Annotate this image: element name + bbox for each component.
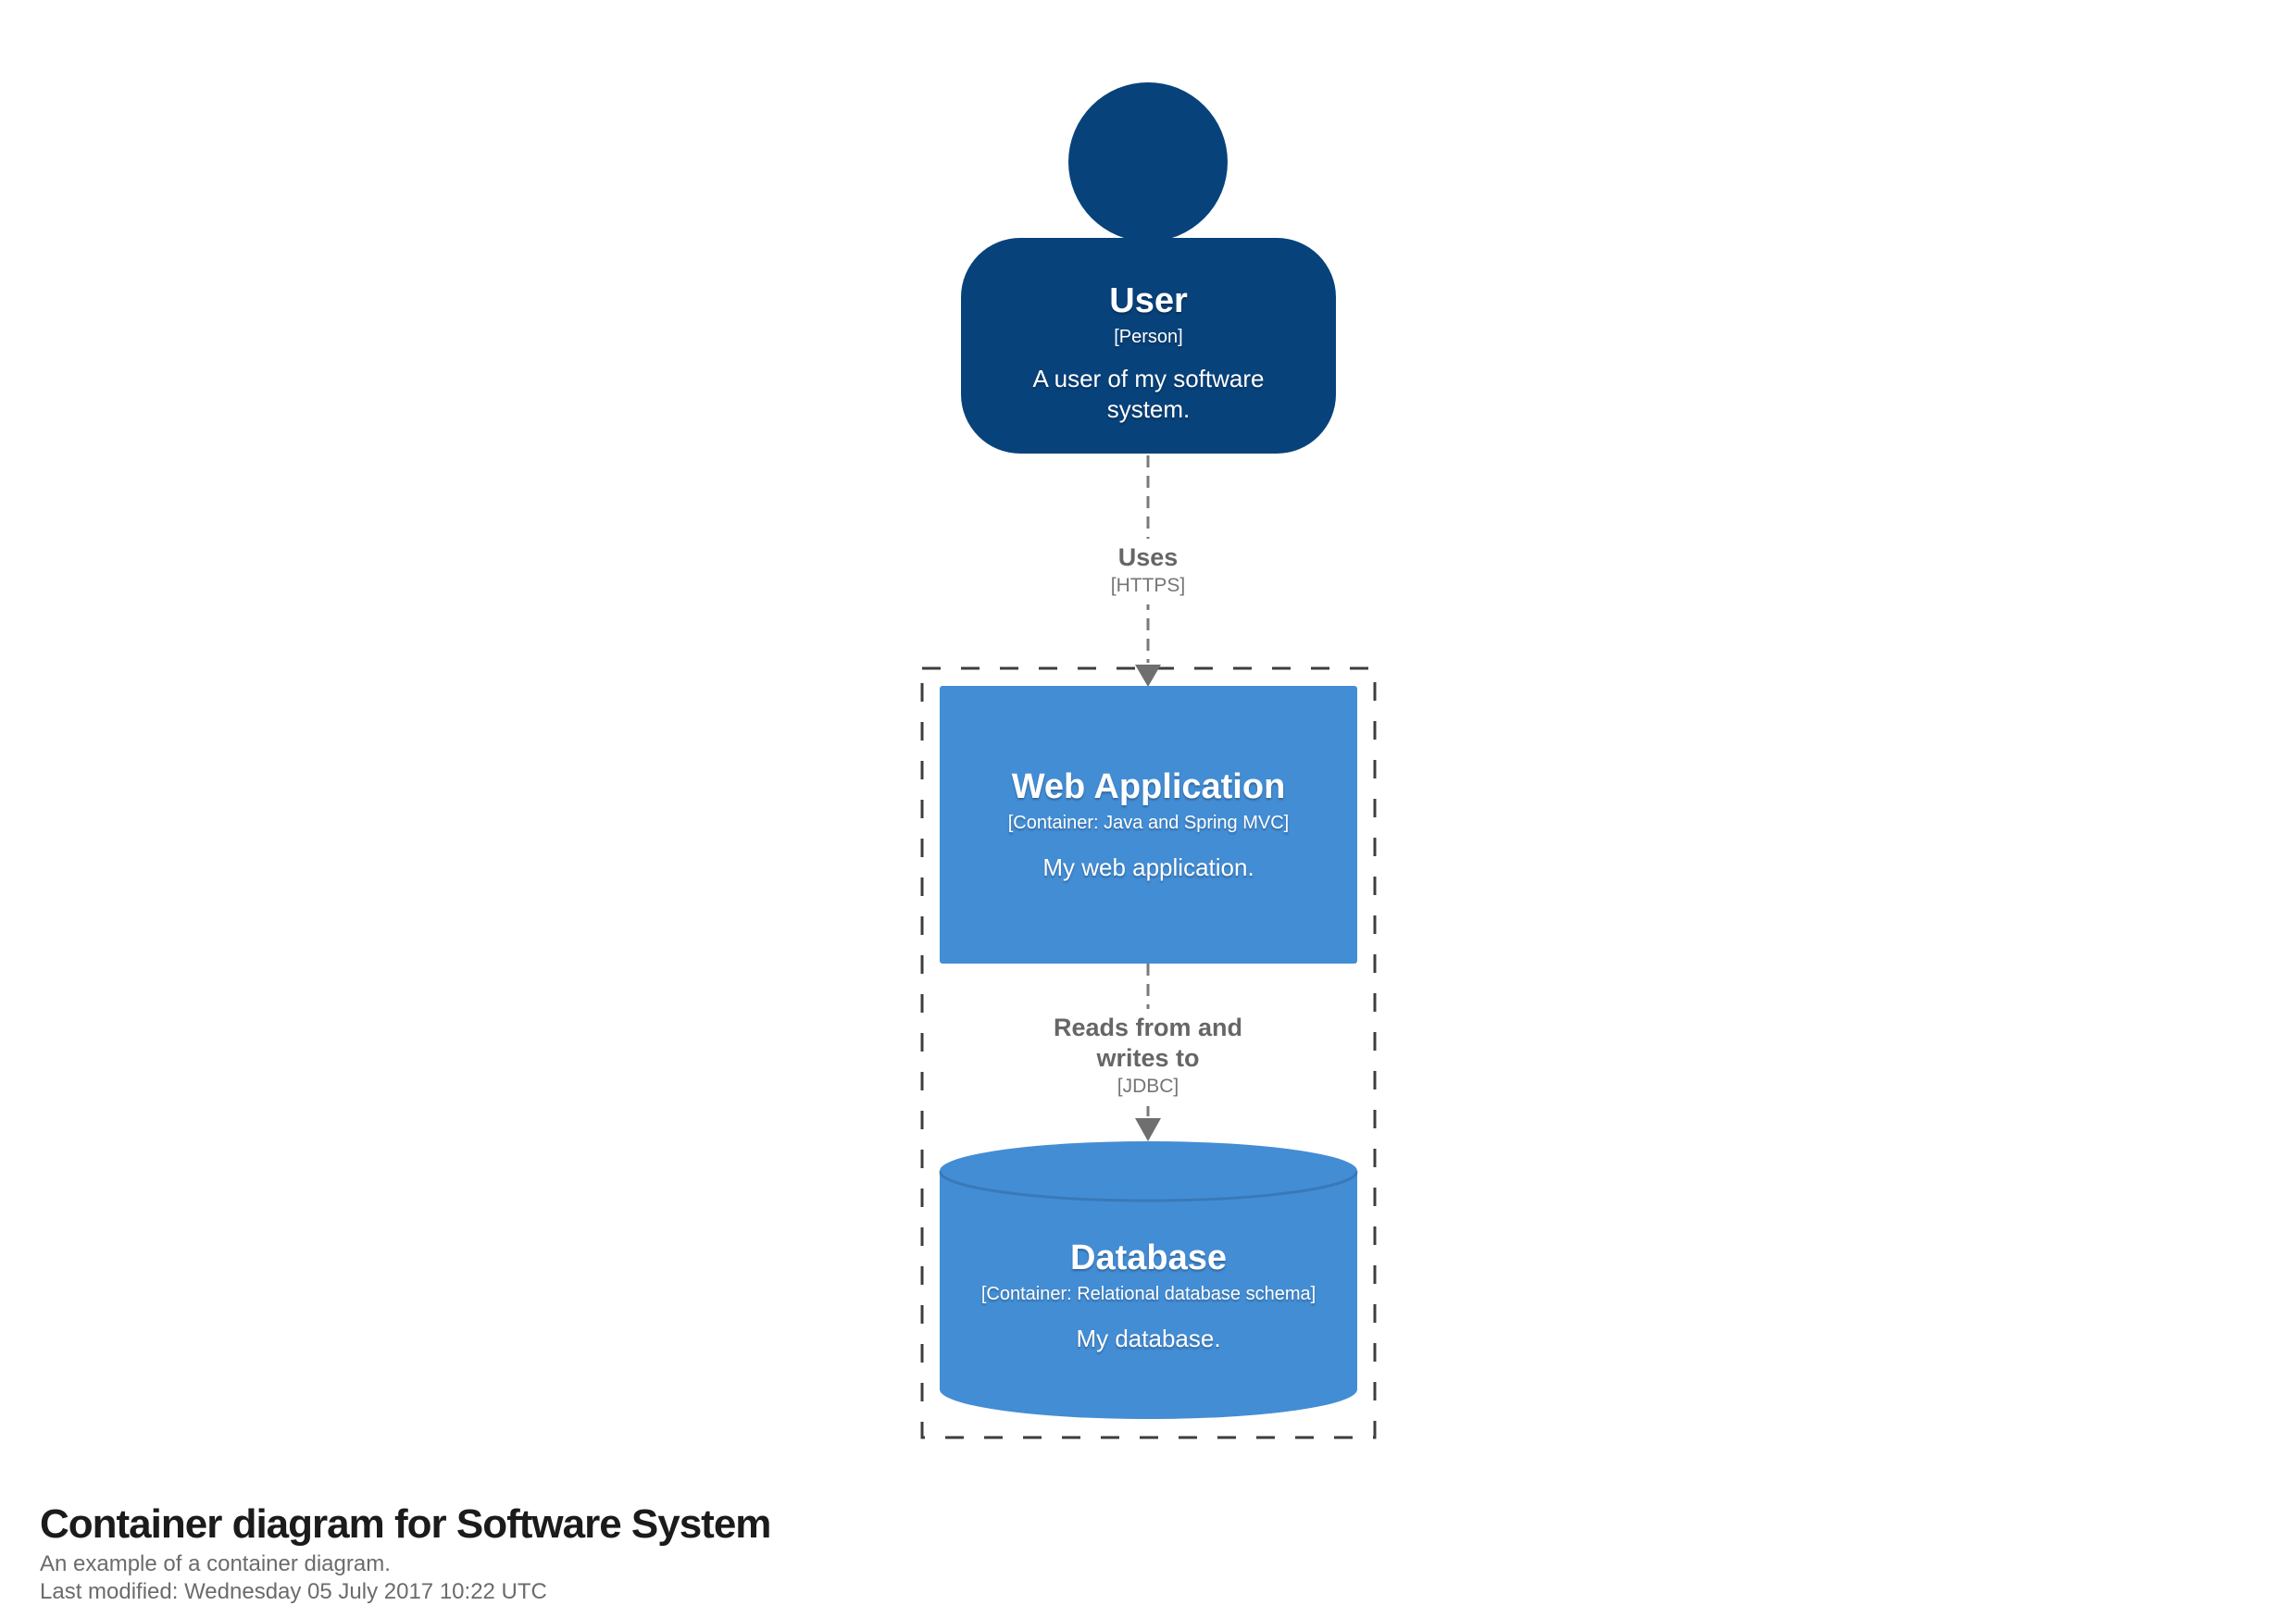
database-cylinder-shape[interactable]: [938, 1141, 1359, 1419]
database-description: My database.: [1076, 1325, 1221, 1352]
relationship-reads-writes-text: Reads from and writes to: [1053, 1014, 1243, 1072]
relationship-uses-text: Uses: [1117, 543, 1179, 571]
relationship-label-reads-writes: Reads from and writes to [JDBC]: [1009, 1009, 1287, 1105]
webapp-description: My web application.: [1042, 853, 1254, 881]
person-name: User: [1109, 281, 1188, 320]
diagram-description: An example of a container diagram.: [40, 1551, 391, 1576]
diagram-title: Container diagram for Software System: [40, 1501, 771, 1547]
webapp-name: Web Application: [1011, 767, 1286, 806]
relationship-reads-writes-technology: [JDBC]: [1117, 1076, 1179, 1097]
person-node-user[interactable]: User [Person] A user of my software syst…: [961, 238, 1336, 454]
arrowhead-reads-writes-icon: [1135, 1118, 1161, 1141]
person-description: A user of my software system.: [1032, 365, 1265, 423]
arrowhead-uses-icon: [1135, 665, 1161, 687]
relationship-uses-technology: [HTTPS]: [1110, 575, 1186, 596]
container-node-database[interactable]: Database [Container: Relational database…: [940, 1141, 1357, 1419]
software-system-boundary: [920, 666, 1377, 1439]
relationship-label-uses: Uses [HTTPS]: [1009, 539, 1287, 604]
database-meta: [Container: Relational database schema]: [980, 1284, 1316, 1304]
person-meta: [Person]: [1114, 327, 1183, 347]
database-name: Database: [1070, 1238, 1227, 1277]
diagram-footer: Container diagram for Software System An…: [40, 1501, 771, 1606]
container-node-web-application[interactable]: Web Application [Container: Java and Spr…: [940, 686, 1357, 964]
person-head-icon: [1068, 82, 1228, 242]
diagram-last-modified: Last modified: Wednesday 05 July 2017 10…: [40, 1579, 547, 1604]
webapp-meta: [Container: Java and Spring MVC]: [1007, 813, 1290, 833]
